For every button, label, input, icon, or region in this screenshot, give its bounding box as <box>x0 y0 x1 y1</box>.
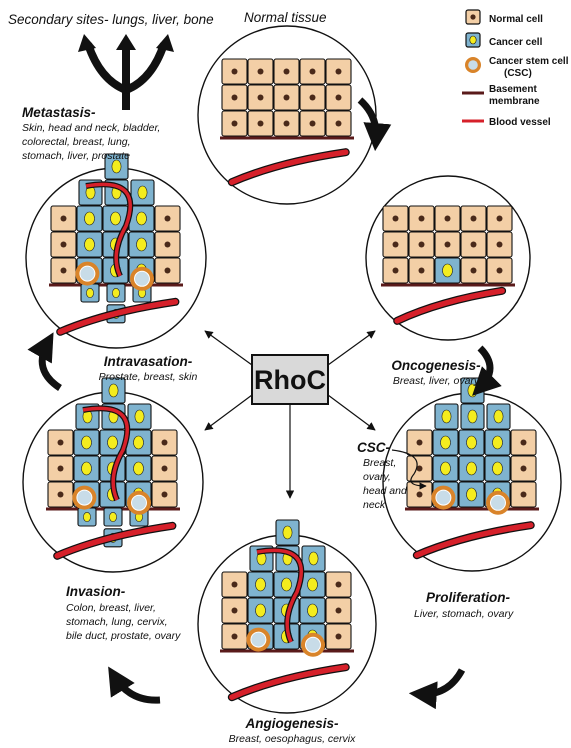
cancer-nucleus-icon <box>469 35 477 45</box>
invasion-circle <box>22 377 204 573</box>
legend-csc-label-line2: (CSC) <box>504 68 532 79</box>
cycle-arrow-oncogenesis-to-proliferation <box>472 345 502 396</box>
csc-line-2: ovary, <box>363 471 391 483</box>
oncogenesis-circle <box>365 175 531 341</box>
legend-csc: Cancer stem cell (CSC) <box>465 56 569 79</box>
invasion-line-2: stomach, lung, cervix, <box>66 616 168 628</box>
legend-bm-label-line2: membrane <box>489 96 540 107</box>
invasion-line-3: bile duct, prostate, ovary <box>66 630 181 642</box>
metastasis-line-1: Skin, head and neck, bladder, <box>22 122 160 134</box>
proliferation-circle <box>382 377 562 572</box>
oncogenesis-text: Oncogenesis- Breast, liver, ovary <box>391 358 481 387</box>
fork-arrowheads <box>78 34 174 52</box>
csc-text: CSC- Breast, ovary, head and neck <box>357 440 408 511</box>
arrow-to-proliferation <box>327 394 376 431</box>
intravasation-heading: Intravasation- <box>104 354 193 369</box>
csc-line-3: head and <box>363 485 408 497</box>
oncogenesis-line-1: Breast, liver, ovary <box>393 375 480 387</box>
csc-core-icon <box>468 60 478 70</box>
normal-nucleus-icon <box>470 14 476 20</box>
metastasis-text: Metastasis- Skin, head and neck, bladder… <box>22 105 160 162</box>
cycle-arrow-proliferation-to-angiogenesis <box>408 668 466 710</box>
invasion-heading: Invasion- <box>66 584 126 599</box>
cycle-arrows <box>27 97 502 710</box>
legend-blood-vessel-label: Blood vessel <box>489 117 551 128</box>
legend-blood-vessel: Blood vessel <box>462 117 551 128</box>
angiogenesis-heading: Angiogenesis- <box>244 716 339 731</box>
legend-csc-label-line1: Cancer stem cell <box>489 56 569 67</box>
csc-heading: CSC- <box>357 440 391 455</box>
normal-tissue-circle <box>197 25 377 205</box>
secondary-sites-label: Secondary sites- lungs, liver, bone <box>8 12 214 27</box>
metastasis-heading: Metastasis- <box>22 105 96 120</box>
normal-tissue-label: Normal tissue <box>244 10 327 25</box>
intravasation-line-1: Prostate, breast, skin <box>99 371 198 383</box>
rhoc-label: RhoC <box>254 365 326 395</box>
legend: Normal cell Cancer cell Cancer stem cell… <box>462 9 569 128</box>
csc-line-1: Breast, <box>363 457 396 469</box>
metastasis-line-3: stomach, liver, prostate <box>22 150 130 162</box>
arrow-to-intravasation <box>204 330 253 366</box>
proliferation-line-1: Liver, stomach, ovary <box>414 608 514 620</box>
arrow-to-invasion <box>204 394 253 431</box>
invasion-line-1: Colon, breast, liver, <box>66 602 156 614</box>
cycle-arrow-invasion-to-intravasation <box>27 332 63 391</box>
legend-basement-membrane: Basement membrane <box>462 84 540 107</box>
legend-cancer-cell-label: Cancer cell <box>489 37 543 48</box>
secondary-sites-fork-icon <box>84 42 168 110</box>
arrow-to-oncogenesis <box>327 330 376 366</box>
rhoc-arrows <box>204 330 376 499</box>
oncogenesis-heading: Oncogenesis- <box>391 358 481 373</box>
legend-cancer-cell: Cancer cell <box>465 32 543 48</box>
legend-bm-label-line1: Basement <box>489 84 537 95</box>
proliferation-heading: Proliferation- <box>426 590 511 605</box>
cycle-arrow-normal-to-oncogenesis <box>357 97 392 152</box>
metastasis-circle <box>25 153 207 349</box>
legend-normal-cell-label: Normal cell <box>489 14 543 25</box>
csc-pointer-arrow <box>391 449 427 490</box>
angiogenesis-text: Angiogenesis- Breast, oesophagus, cervix <box>229 716 356 745</box>
csc-line-4: neck <box>363 499 386 511</box>
cycle-arrow-angiogenesis-to-invasion <box>108 666 161 704</box>
angiogenesis-circle <box>197 519 377 714</box>
metastasis-line-2: colorectal, breast, lung, <box>22 136 131 148</box>
intravasation-text: Intravasation- Prostate, breast, skin <box>99 354 198 383</box>
invasion-text: Invasion- Colon, breast, liver, stomach,… <box>66 584 181 642</box>
legend-normal-cell: Normal cell <box>465 9 543 25</box>
angiogenesis-line-1: Breast, oesophagus, cervix <box>229 733 356 745</box>
proliferation-text: Proliferation- Liver, stomach, ovary <box>414 590 514 620</box>
rhoc-box <box>251 354 329 405</box>
